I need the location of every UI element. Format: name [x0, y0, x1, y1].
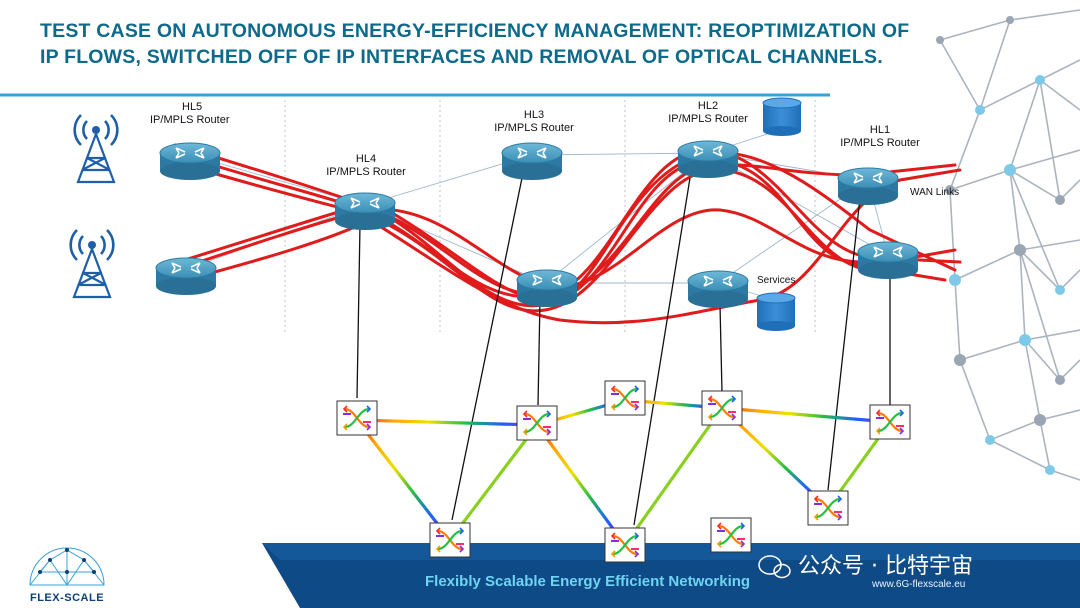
- router-hl3-name: HL3: [524, 109, 544, 121]
- slide-title-line-1: TEST CASE ON AUTONOMOUS ENERGY-EFFICIENC…: [40, 20, 910, 42]
- flex-scale-logo-nodes: [38, 548, 96, 574]
- watermark-text: 公众号 · 比特宇宙: [798, 554, 973, 579]
- optical-switch-icon[interactable]: [603, 526, 647, 564]
- router-hl4-name: HL4: [356, 153, 376, 165]
- footer-tagline: Flexibly Scalable Energy Efficient Netwo…: [425, 573, 750, 590]
- wan-links-label: WAN Links: [910, 187, 959, 198]
- router-hl2-name: HL2: [698, 100, 718, 112]
- router-hl1-b[interactable]: [857, 241, 919, 280]
- router-hl1-name: HL1: [870, 124, 890, 136]
- optical-switch-icon[interactable]: [515, 404, 559, 442]
- router-hl1[interactable]: [837, 167, 899, 206]
- services-label: Services: [757, 275, 795, 286]
- router-hl3[interactable]: [501, 142, 563, 181]
- optical-switch-icon[interactable]: [603, 379, 647, 417]
- optical-switch-icon[interactable]: [709, 516, 753, 554]
- router-hl5[interactable]: [159, 142, 221, 181]
- optical-switch-icon[interactable]: [428, 521, 472, 559]
- router-hl4-type: IP/MPLS Router: [326, 166, 406, 178]
- services-database-icon: [756, 292, 796, 332]
- brand-name: FLEX-SCALE: [30, 592, 104, 604]
- router-hl2[interactable]: [677, 140, 739, 179]
- optical-switch-icon[interactable]: [868, 403, 912, 441]
- database-icon: [762, 97, 802, 137]
- flex-scale-logo: [29, 547, 105, 586]
- router-hl5-name: HL5: [182, 101, 202, 113]
- slide-title-line-2: IP FLOWS, SWITCHED OFF OF IP INTERFACES …: [40, 46, 883, 68]
- router-hl3-type: IP/MPLS Router: [494, 122, 574, 134]
- router-hl3-b[interactable]: [516, 269, 578, 308]
- optical-switch-icon[interactable]: [700, 389, 744, 427]
- geodesic-sphere-decoration: [939, 9, 1080, 481]
- optical-switch-icon[interactable]: [806, 489, 850, 527]
- router-services[interactable]: [687, 270, 749, 309]
- router-hl1-type: IP/MPLS Router: [840, 137, 920, 149]
- router-hl5-type: IP/MPLS Router: [150, 114, 230, 126]
- optical-switch-icon[interactable]: [335, 399, 379, 437]
- slide-title: TEST CASE ON AUTONOMOUS ENERGY-EFFICIENC…: [40, 18, 1050, 70]
- cell-tower-icon: [73, 113, 119, 184]
- cell-tower-icon: [69, 228, 115, 299]
- wechat-watermark: 公众号 · 比特宇宙: [758, 554, 973, 579]
- footer-website: www.6G-flexscale.eu: [871, 579, 965, 590]
- router-hl2-type: IP/MPLS Router: [668, 113, 748, 125]
- domain-separators: [284, 100, 816, 335]
- geodesic-sphere-nodes: [936, 16, 1065, 475]
- ip-optical-links: [356, 177, 891, 526]
- router-edge-2[interactable]: [155, 257, 217, 296]
- router-hl4[interactable]: [334, 192, 396, 231]
